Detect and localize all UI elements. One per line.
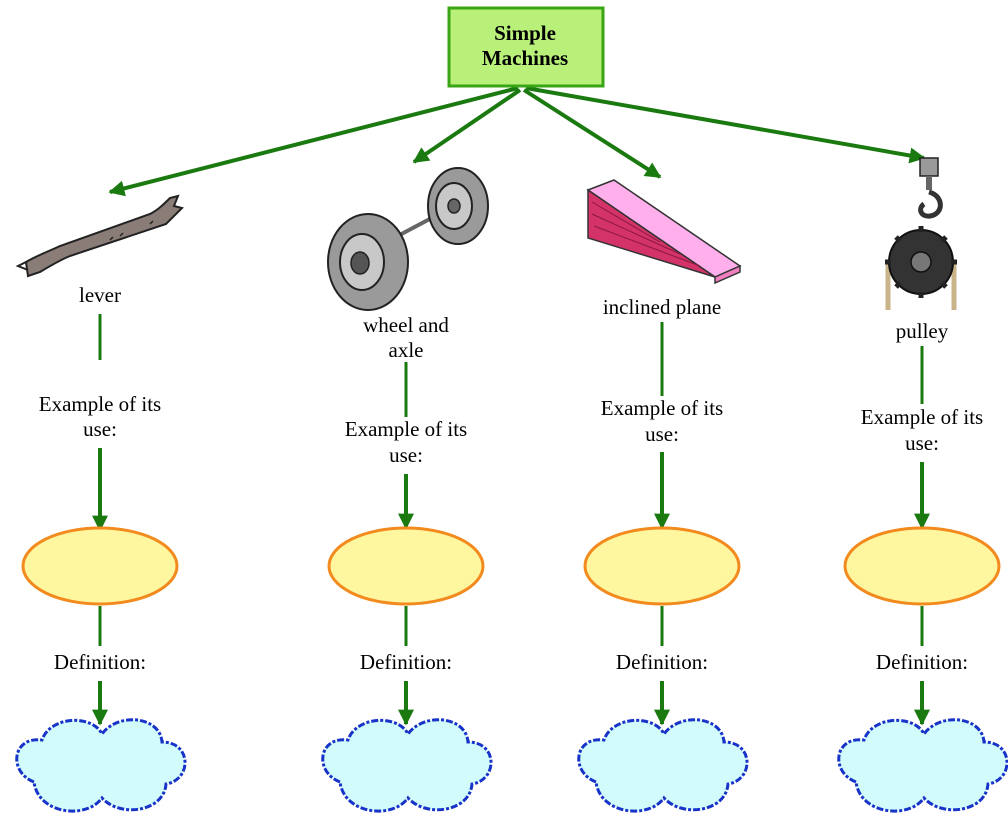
root-node[interactable]: Simple Machines [447,6,605,88]
example-label: Example of its [345,417,467,441]
definition-label: Definition: [616,650,708,674]
definition-label: Definition: [360,650,452,674]
machine-name-label: wheel and [363,313,449,337]
machine-name-label: lever [79,283,121,307]
example-answer-ellipse [21,526,179,606]
definition-answer-cloud [577,718,749,813]
wheel-and-axle-icon [327,167,489,311]
root-node-box [447,6,605,88]
example-label: use: [645,422,679,446]
example-label: Example of its [861,405,983,429]
definition-answer-cloud [15,718,187,813]
example-label: Example of its [39,392,161,416]
root-title-line1: Simple [494,21,556,45]
inclined-plane-icon [586,179,742,285]
machine-name-label: inclined plane [603,295,721,319]
arrow-root-to-wheel-and-axle [412,88,522,164]
root-title-line2: Machines [482,46,568,70]
example-label: use: [83,417,117,441]
example-label: use: [905,431,939,455]
machine-name-label: axle [389,338,424,362]
example-label: Example of its [601,396,723,420]
pulley-icon [885,157,957,310]
example-answer-ellipse [583,526,741,606]
lever-icon [15,194,184,278]
arrow-root-to-inclined-plane [522,88,662,179]
example-answer-ellipse [843,526,1001,606]
definition-label: Definition: [54,650,146,674]
arrow-root-to-pulley [525,86,926,164]
arrow-root-to-lever [108,86,519,197]
definition-label: Definition: [876,650,968,674]
root-connectors [108,86,926,197]
definition-answer-cloud [321,718,493,813]
definition-answer-cloud [837,718,1008,813]
machine-name-label: pulley [896,319,949,343]
example-label: use: [389,443,423,467]
example-answer-ellipse [327,526,485,606]
